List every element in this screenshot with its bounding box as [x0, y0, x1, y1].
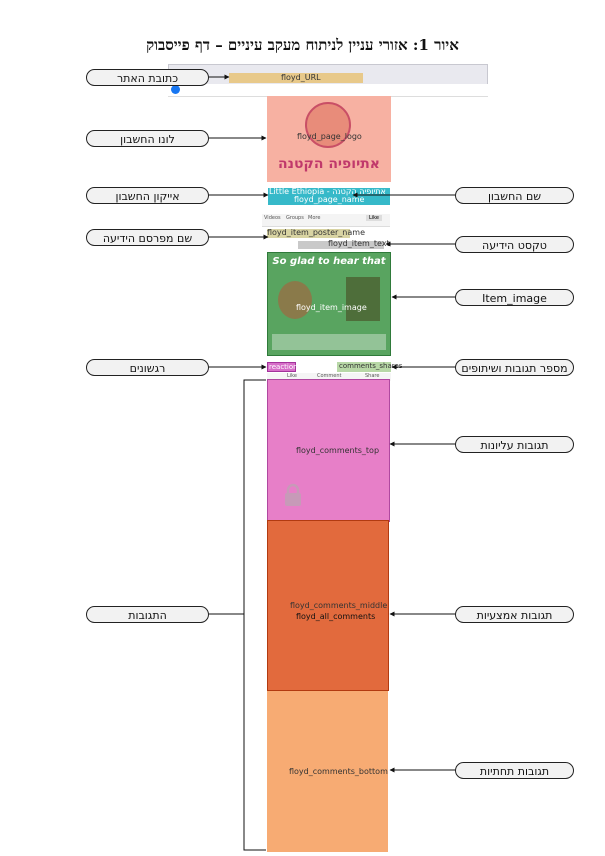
- post-text-aoi-tag: floyd_item_text: [328, 239, 390, 248]
- item-image-aoi-tag: floyd_item_image: [296, 303, 367, 312]
- label-item-image: Item_image: [455, 289, 574, 306]
- post-text-aoi: floyd_item_text: [298, 239, 390, 249]
- label-account-name: שם החשבון: [455, 187, 574, 204]
- label-top-comments: תגובות עליונות: [455, 436, 574, 453]
- reactions-aoi[interactable]: reactions: [267, 362, 301, 372]
- image-caption-area: [272, 334, 386, 350]
- label-account-cover: לונו החשבון: [86, 130, 209, 147]
- comments-shares-count-aoi[interactable]: comments_shares: [337, 362, 402, 372]
- poster-name-aoi[interactable]: floyd_item_poster_name: [267, 228, 365, 238]
- nav-tab-videos[interactable]: Videos: [264, 215, 281, 221]
- nav-tab-more[interactable]: More: [308, 215, 321, 221]
- page-tab-strip: Videos Groups More Like: [262, 214, 390, 227]
- image-headline: So glad to hear that: [272, 256, 386, 267]
- facebook-logo-icon[interactable]: [171, 85, 180, 94]
- page-name-text: Little Ethiopia - אתיופיה הקטנה: [269, 187, 386, 196]
- label-account-icon: אייקון החשבון: [86, 187, 209, 204]
- poster-name-aoi-tag: floyd_item_poster_name: [267, 228, 365, 237]
- cover-caption: אתיופיה הקטנה: [278, 156, 380, 172]
- image-person-left: [278, 281, 312, 319]
- page-logo-circle: [305, 102, 351, 148]
- comments-bottom-aoi[interactable]: floyd_comments_bottom: [267, 691, 388, 852]
- item-image-aoi[interactable]: So glad to hear that floyd_item_image: [267, 252, 391, 356]
- comments-top-aoi[interactable]: floyd_comments_top: [267, 379, 390, 522]
- counts-aoi-tag: comments_shares: [339, 362, 403, 370]
- comments-middle-aoi[interactable]: floyd_comments_middle floyd_all_comments: [267, 520, 389, 691]
- url-aoi-tag: floyd_URL: [281, 73, 321, 82]
- label-reactions: רגשונים: [86, 359, 209, 376]
- share-button[interactable]: Share: [365, 373, 380, 379]
- comment-button[interactable]: Comment: [317, 373, 342, 379]
- page-name-aoi-tag: floyd_page_name: [294, 195, 365, 204]
- reactions-aoi-tag: reactions: [269, 363, 302, 371]
- like-page-button[interactable]: Like: [366, 215, 382, 221]
- label-site-address: כתובת האתר: [86, 69, 209, 86]
- page-logo-aoi-tag: floyd_page_logo: [297, 132, 362, 141]
- figure-title: איור 1: אזורי עניין לניתוח מעקב עיניים –…: [146, 36, 459, 54]
- all-comments-aoi-tag: floyd_all_comments: [296, 612, 376, 621]
- page-cover-aoi: floyd_page_logo אתיופיה הקטנה: [267, 96, 391, 182]
- post-action-bar: Like Comment Share: [267, 373, 391, 381]
- label-bottom-comments: תגובות תחתיות: [455, 762, 574, 779]
- like-button[interactable]: Like: [287, 373, 297, 379]
- comments-top-aoi-tag: floyd_comments_top: [296, 446, 380, 455]
- label-poster-name: שם מפרסם הידיעה: [86, 229, 209, 246]
- nav-tab-groups[interactable]: Groups: [286, 215, 304, 221]
- comments-middle-aoi-tag: floyd_comments_middle: [290, 601, 388, 610]
- lock-icon: [285, 483, 301, 506]
- label-post-text: טקסט הידיעה: [455, 236, 574, 253]
- comments-bottom-aoi-tag: floyd_comments_bottom: [289, 767, 388, 776]
- label-reactions-shares-count: מספר תגובות ושיתופים: [455, 359, 574, 376]
- label-comments: התגובות: [86, 606, 209, 623]
- url-bar[interactable]: floyd_URL: [229, 73, 363, 83]
- image-person-right: [346, 277, 380, 321]
- label-middle-comments: תגובות אמצעיות: [455, 606, 574, 623]
- page-name-aoi[interactable]: Little Ethiopia - אתיופיה הקטנה floyd_pa…: [268, 187, 390, 205]
